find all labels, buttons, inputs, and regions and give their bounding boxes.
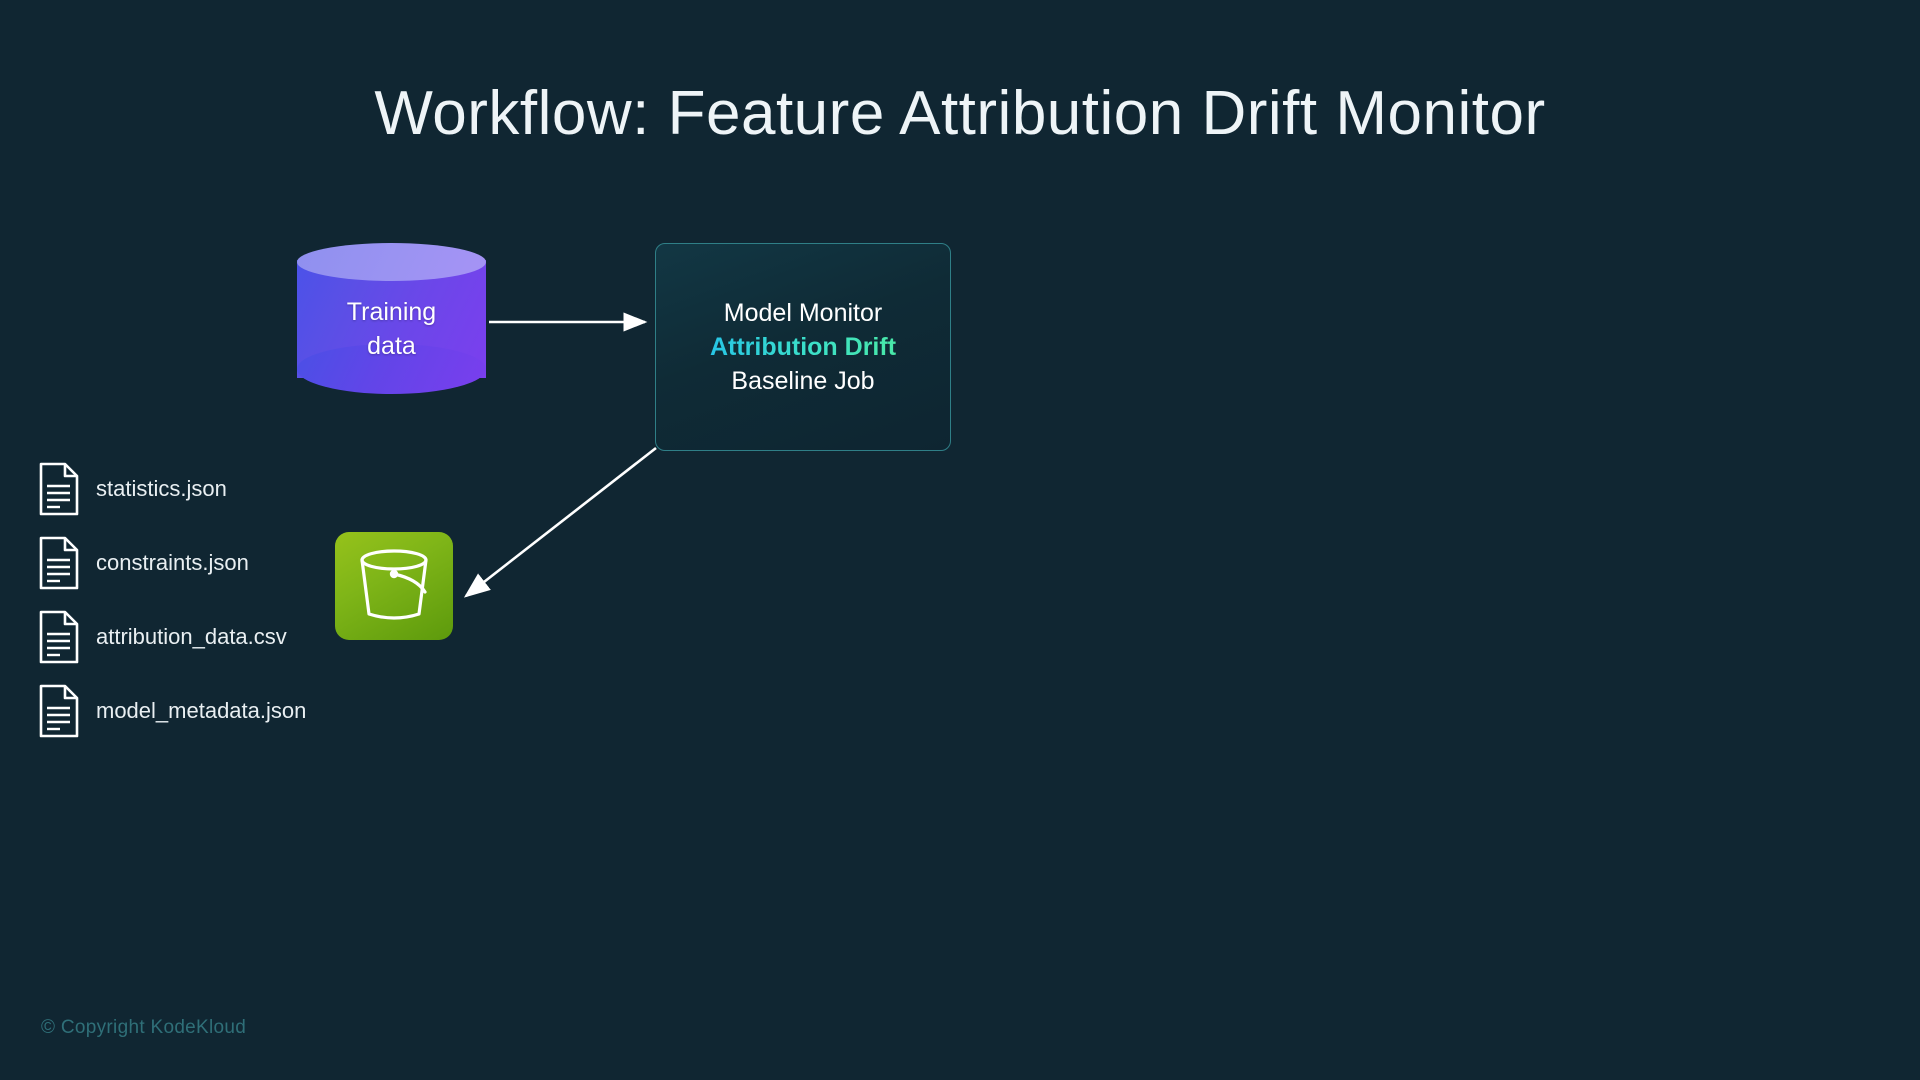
page-title: Workflow: Feature Attribution Drift Moni… xyxy=(374,79,1546,148)
footer-copyright: © Copyright KodeKloud xyxy=(41,1017,247,1038)
node-training-data-label-line2: data xyxy=(367,332,416,360)
file-name: model_metadata.json xyxy=(96,698,307,723)
file-document-icon xyxy=(39,536,79,590)
file-name: statistics.json xyxy=(96,476,227,501)
file-list-item[interactable]: attribution_data.csv xyxy=(38,600,458,674)
node-s3-bucket[interactable] xyxy=(335,532,453,640)
file-name: constraints.json xyxy=(96,550,249,575)
edge-monitor-to-bucket xyxy=(463,446,657,598)
file-name: attribution_data.csv xyxy=(96,624,287,649)
file-list: statistics.json constraints.json xyxy=(38,452,458,748)
node-model-monitor-line3: Baseline Job xyxy=(731,367,875,395)
file-list-item[interactable]: model_metadata.json xyxy=(38,674,458,748)
node-training-data[interactable]: Training data xyxy=(297,243,486,395)
file-document-icon xyxy=(39,610,79,664)
file-document-icon xyxy=(39,462,79,516)
node-training-data-label: Training data xyxy=(297,295,486,363)
s3-bucket-icon xyxy=(360,549,428,620)
file-list-item[interactable]: statistics.json xyxy=(38,452,458,526)
node-model-monitor[interactable]: Model Monitor Attribution Drift Baseline… xyxy=(655,243,951,451)
cylinder-bottom-ellipse xyxy=(297,344,486,394)
file-list-item[interactable]: constraints.json xyxy=(38,526,458,600)
node-training-data-label-line1: Training xyxy=(346,298,437,326)
node-model-monitor-line2: Attribution Drift xyxy=(710,330,896,364)
cylinder-top-ellipse xyxy=(297,243,486,281)
node-model-monitor-line1: Model Monitor xyxy=(723,299,883,327)
file-document-icon xyxy=(39,684,79,738)
